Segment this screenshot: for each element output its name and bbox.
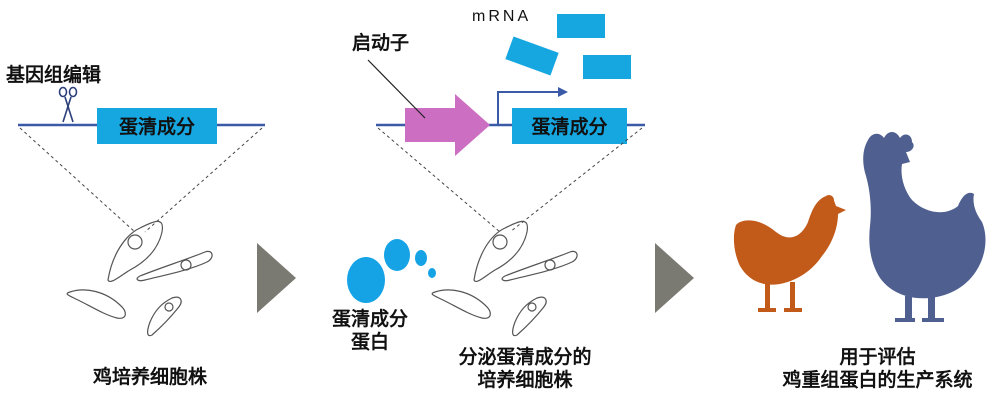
gene-box-1: [97, 108, 217, 144]
cell: [107, 220, 164, 282]
cell: [512, 296, 547, 337]
cell-nucleus: [180, 259, 192, 271]
zoom-line-1a: [19, 127, 136, 233]
evaluation-system-label: 用于评估 鸡重组蛋白的生产系统: [760, 346, 995, 392]
evaluation-label-line1: 用于评估: [839, 346, 916, 368]
secreting-label-line1: 分泌蛋清成分的: [458, 346, 592, 368]
cell-line-label: 鸡培养细胞株: [92, 366, 207, 388]
transcription-arrow: [497, 91, 558, 125]
protein-blob: [347, 257, 385, 303]
secreted-protein-blobs: [347, 239, 436, 303]
protein-label-line1: 蛋清成分: [331, 308, 408, 330]
cells-panel-2: [431, 220, 578, 337]
secreting-cell-line-label: 分泌蛋清成分的 培养细胞株: [425, 346, 625, 392]
cell: [501, 250, 578, 282]
mrna-label: mRNA: [472, 8, 532, 25]
promoter-label: 启动子: [352, 32, 410, 54]
evaluation-label-line2: 鸡重组蛋白的生产系统: [782, 368, 973, 391]
promoter-arrow: [405, 94, 490, 156]
mrna-box: [583, 55, 631, 79]
protein-blob: [384, 239, 410, 271]
process-arrow-2: [655, 243, 694, 313]
transcription-arrow-head: [558, 87, 568, 97]
cell-nucleus: [544, 259, 556, 271]
cell-nucleus: [164, 302, 174, 312]
gene-box-2-label: 蛋清成分: [531, 116, 608, 138]
gene-editing-label: 基因组编辑: [6, 64, 102, 86]
protein-blob: [428, 268, 436, 278]
zoom-line-2a: [377, 127, 501, 233]
protein-blob: [415, 250, 427, 266]
zoom-line-2b: [509, 127, 643, 233]
protein-label-line2: 蛋白: [350, 330, 389, 353]
cell-nucleus: [527, 302, 537, 312]
process-arrow-1: [257, 243, 296, 313]
promoter-pointer: [367, 59, 426, 119]
mrna-box: [505, 36, 559, 76]
scissors-icon: [58, 86, 78, 123]
mrna-box: [557, 14, 605, 38]
zoom-line-1b: [144, 127, 263, 233]
cells-panel-1: [66, 220, 213, 337]
gene-box-1-label: 蛋清成分: [118, 116, 195, 138]
protein-label: 蛋清成分 蛋白: [325, 308, 415, 354]
cell: [66, 289, 126, 319]
cell: [473, 220, 529, 282]
rooster-icon: [863, 132, 986, 322]
cell: [136, 250, 213, 282]
cell: [147, 296, 182, 337]
cell-nucleus: [127, 234, 143, 250]
gene-box-2: [512, 108, 627, 144]
secreting-label-line2: 培养细胞株: [477, 368, 573, 391]
cell: [431, 289, 491, 319]
hen-icon: [733, 195, 846, 312]
cell-nucleus: [492, 234, 508, 250]
